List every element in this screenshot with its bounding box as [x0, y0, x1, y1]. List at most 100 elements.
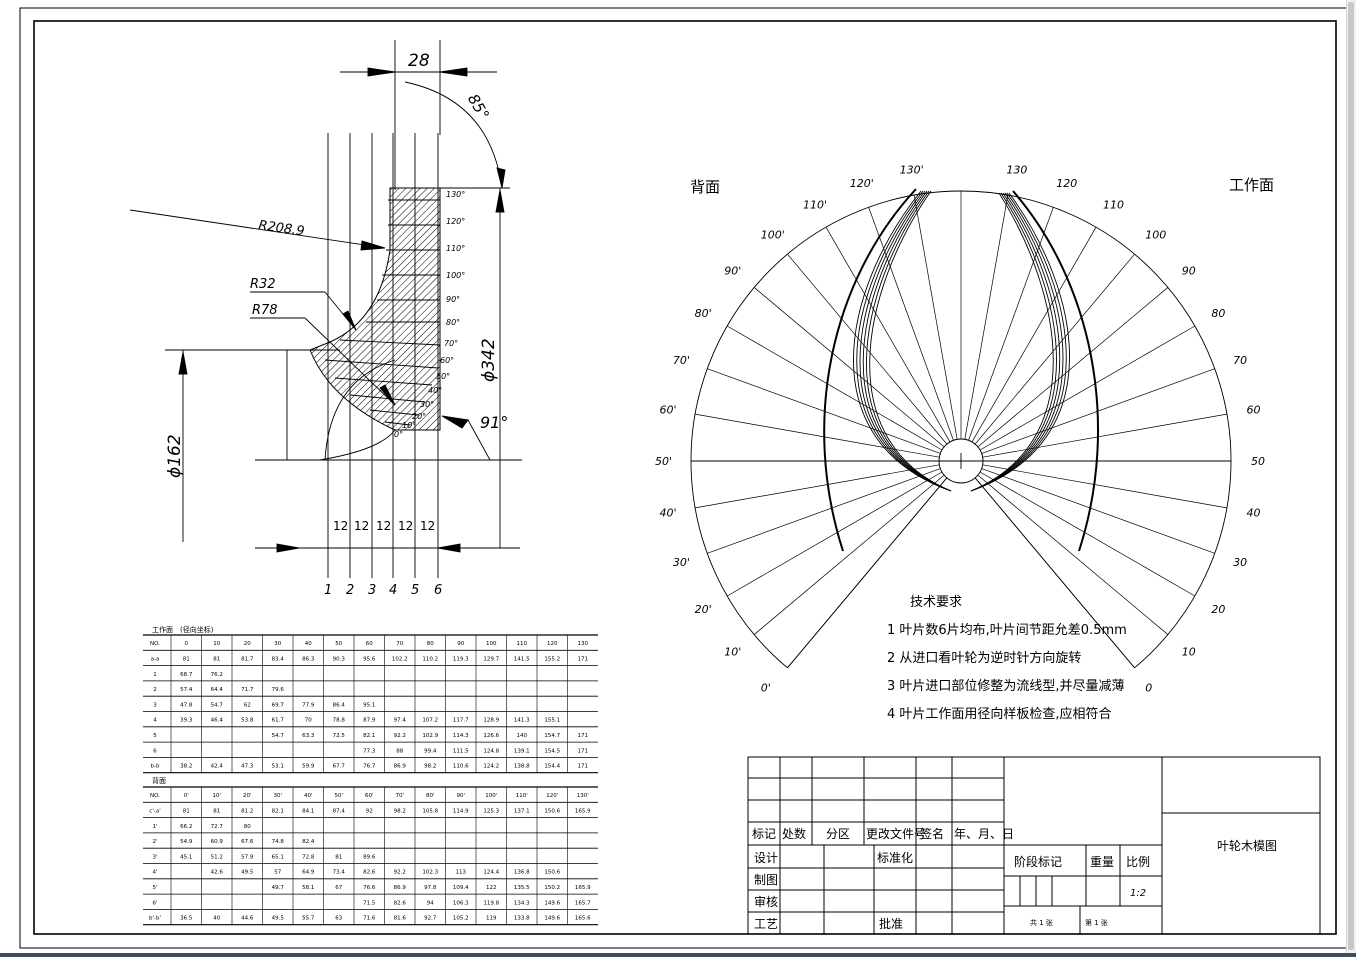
- section-number: 2: [346, 583, 354, 598]
- fan-angle-labels: 0'10'20'30'40'50'60'70'80'90'100'110'120…: [655, 163, 1265, 694]
- row-draw: 制图: [754, 873, 778, 887]
- table-header-cell: 70: [396, 641, 403, 647]
- vertical-scrollbar[interactable]: [1346, 0, 1356, 957]
- col-change-doc: 更改文件号: [866, 826, 926, 841]
- table-cell: 76.7: [363, 764, 376, 770]
- table-header-cell: 130': [577, 793, 589, 799]
- requirements-title: 技术要求: [910, 595, 962, 610]
- table-cell: 86.3: [302, 656, 315, 662]
- table-cell: 105.2: [453, 916, 469, 922]
- table-cell: 80: [244, 824, 251, 830]
- table-cell: 102.9: [422, 733, 438, 739]
- table-cell: 165.7: [575, 900, 591, 906]
- table-cell: 69.7: [272, 702, 285, 708]
- table-cell: 110.2: [422, 656, 438, 662]
- table-cell: 84.1: [302, 808, 314, 814]
- table-header-cell: 60: [366, 641, 373, 647]
- table-header-cell: 10: [213, 641, 220, 647]
- table-cell: 3': [152, 854, 157, 860]
- dim-width-28: 28: [408, 51, 430, 71]
- table-cell: 129.7: [483, 656, 499, 662]
- table-cell: 122: [486, 885, 497, 891]
- meridional-section-view: [129, 40, 522, 578]
- table-cell: 87.9: [363, 718, 376, 724]
- table-cell: 82.1: [363, 733, 375, 739]
- table-cell: 5': [152, 885, 157, 891]
- table-cell: 119: [486, 916, 497, 922]
- blade-plan-view: [690, 188, 1232, 669]
- table-cell: 171: [578, 748, 589, 754]
- scale-label: 比例: [1126, 855, 1150, 869]
- col-date: 年、月、日: [954, 827, 1014, 841]
- title-block-text: 标记 处数 分区 更改文件号 签名 年、月、日 设计 标准化 制图 审核 工艺 …: [752, 826, 1277, 931]
- fan-angle-label: 20': [695, 603, 712, 616]
- section-number: 6: [434, 583, 442, 598]
- table-cell: 73.4: [333, 870, 346, 876]
- table-header-cell: 30': [273, 793, 282, 799]
- table-cell: 89.6: [363, 854, 376, 860]
- table-cell: 76.6: [363, 885, 376, 891]
- requirement-item: 2 从进口看叶轮为逆时针方向旋转: [887, 650, 1081, 666]
- table-cell: 105.8: [422, 808, 438, 814]
- table-cell: 57.4: [180, 687, 193, 693]
- table-cell: 72.5: [333, 733, 346, 739]
- table-cell: 154.7: [544, 733, 560, 739]
- table-header-cell: 40': [304, 793, 313, 799]
- table-cell: 86.4: [333, 702, 346, 708]
- table-cell: 55.7: [302, 916, 315, 922]
- table-cell: 94: [427, 900, 434, 906]
- fan-angle-label: 80': [695, 307, 712, 320]
- table-cell: 113: [456, 870, 467, 876]
- table-cell: 81: [183, 656, 190, 662]
- fan-angle-label: 110: [1103, 199, 1124, 212]
- section-number: 3: [368, 583, 376, 598]
- table-cell: 54.7: [272, 733, 285, 739]
- profile-angle-label: 30°: [420, 400, 434, 409]
- table-cell: 64.9: [302, 870, 315, 876]
- profile-angle-label: 100°: [446, 271, 465, 280]
- row-standard: 标准化: [877, 851, 913, 865]
- table-header-cell: 100': [485, 793, 497, 799]
- table-cell: 137.1: [514, 808, 530, 814]
- table-cell: 171: [578, 656, 589, 662]
- table-cell: 1': [152, 824, 157, 830]
- table-cell: b-b: [151, 764, 160, 770]
- table-work-subtitle: (径向坐标): [180, 625, 214, 634]
- scrollbar-thumb[interactable]: [1348, 2, 1354, 950]
- table-header-cell: 80': [426, 793, 435, 799]
- table-cell: 6': [152, 900, 157, 906]
- table-cell: 82.6: [394, 900, 407, 906]
- technical-requirements: 技术要求 1 叶片数6片均布,叶片间节距允差0.5mm 2 从进口看叶轮为逆时针…: [887, 595, 1127, 722]
- table-cell: 57: [274, 870, 281, 876]
- fan-angle-label: 130: [1006, 163, 1027, 176]
- table-cell: 134.3: [514, 900, 530, 906]
- table-header-cell: NO.: [150, 641, 160, 647]
- table-header-cell: 90': [456, 793, 465, 799]
- profile-angle-label: 40°: [428, 386, 442, 395]
- weight-label: 重量: [1090, 855, 1114, 869]
- profile-angle-label: 0°: [394, 430, 403, 439]
- table-cell: 165.9: [575, 885, 591, 891]
- col-mark: 标记: [752, 827, 776, 841]
- table-cell: 40: [213, 916, 220, 922]
- table-cell: 71.5: [363, 900, 376, 906]
- fan-angle-label: 90': [724, 265, 741, 278]
- fan-angle-label: 130': [900, 163, 924, 176]
- table-cell: 81.2: [241, 808, 253, 814]
- table-cell: 65.1: [272, 854, 284, 860]
- table-cell: 92: [366, 808, 373, 814]
- back-face-label: 背面: [690, 178, 720, 196]
- table-cell: 141.3: [514, 718, 530, 724]
- fan-angle-label: 60: [1247, 404, 1261, 417]
- fan-angle-label: 0: [1145, 682, 1152, 695]
- table-cell: 61.7: [272, 718, 285, 724]
- table-cell: 67: [335, 885, 342, 891]
- table-cell: 49.5: [272, 916, 285, 922]
- table-cell: 81: [335, 854, 342, 860]
- table-header-cell: 0': [184, 793, 189, 799]
- spacing-label: 12: [333, 519, 348, 533]
- dim-dia-342: ϕ342: [479, 338, 499, 382]
- table-cell: 66.2: [180, 824, 192, 830]
- dim-radius-32: R32: [250, 277, 276, 292]
